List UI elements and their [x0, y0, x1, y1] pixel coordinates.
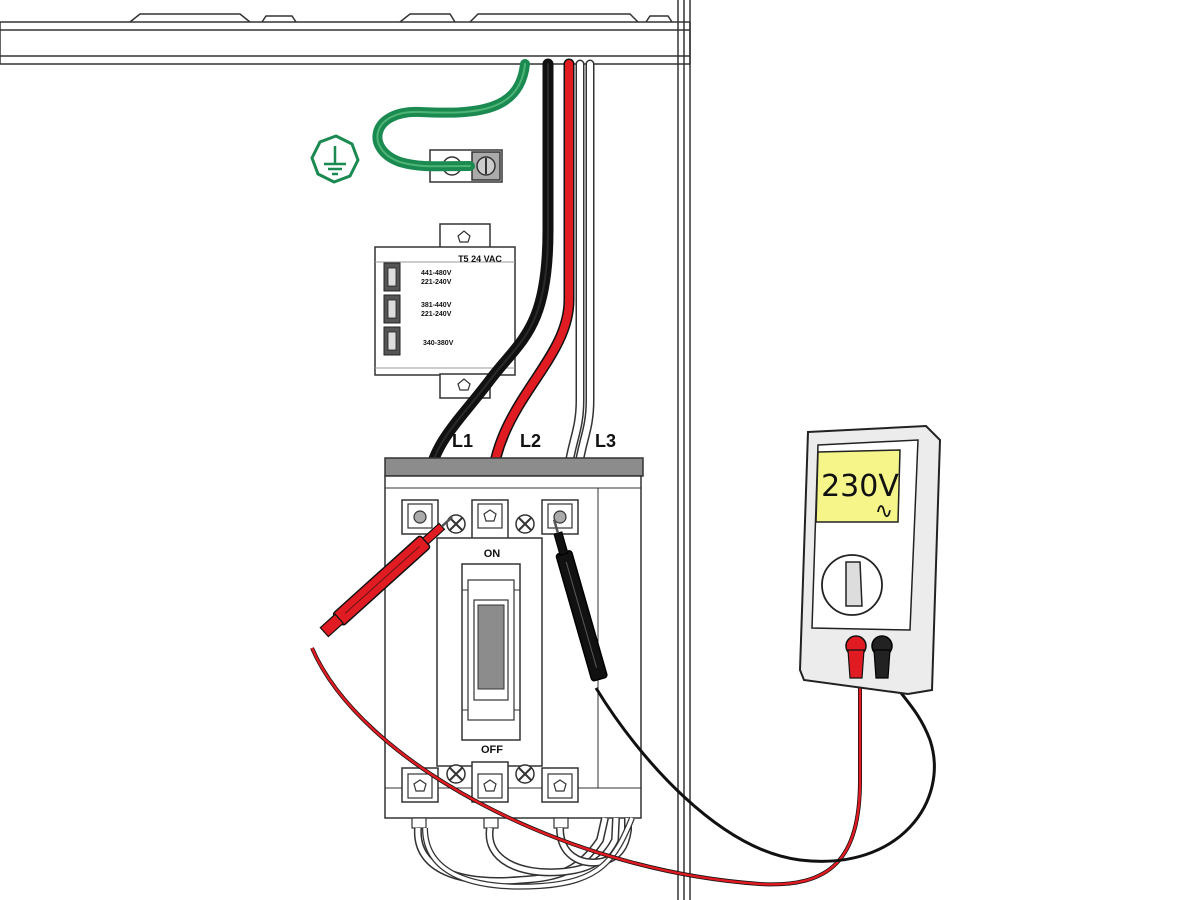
multimeter: 230V ∿ — [798, 424, 942, 696]
terminal-top-l2[interactable] — [471, 499, 509, 541]
wire-l2 — [486, 58, 575, 486]
ac-symbol-icon: ∿ — [875, 499, 893, 524]
tap-label: 441-480V — [421, 270, 452, 277]
switch-off-label: OFF — [481, 744, 503, 756]
screw-icon — [446, 764, 466, 784]
black-lead-cable — [594, 659, 936, 863]
load-wires — [413, 816, 635, 890]
tap-terminal — [383, 294, 401, 324]
meter-reading: 230V — [821, 469, 899, 504]
ground-symbol — [310, 134, 360, 184]
screw-icon — [446, 514, 466, 534]
panel-enclosure — [0, 0, 691, 900]
selector-dial[interactable] — [821, 554, 883, 616]
transformer: T5 24 VAC 441-480V 221-240V 381-440V 221… — [374, 223, 516, 399]
terminal-bottom-l1[interactable] — [401, 767, 439, 803]
tap-terminal — [383, 262, 401, 292]
terminal-bottom-l3[interactable] — [541, 767, 579, 803]
mounting-hole-icon — [457, 378, 471, 391]
line-label-l2: L2 — [520, 431, 541, 451]
transformer-title: T5 24 VAC — [458, 254, 502, 264]
tap-terminal — [383, 326, 401, 356]
switch-handle[interactable] — [461, 563, 521, 741]
disconnect-switch: ON OFF — [384, 457, 644, 829]
terminal-top-l3[interactable] — [541, 499, 579, 535]
wire-l1 — [422, 58, 554, 486]
mounting-hole-icon — [457, 230, 471, 243]
switch-on-label: ON — [484, 548, 501, 560]
red-probe[interactable] — [319, 511, 458, 638]
red-jack[interactable] — [845, 635, 867, 679]
tap-label: 340-380V — [423, 340, 454, 347]
meter-display: 230V ∿ — [815, 449, 901, 524]
terminal-bottom-l2[interactable] — [471, 761, 509, 803]
screw-icon — [515, 514, 535, 534]
line-label-l1: L1 — [452, 431, 473, 451]
tap-label: 381-440V — [421, 302, 452, 309]
line-label-l3: L3 — [595, 431, 616, 451]
black-probe[interactable] — [546, 517, 608, 682]
tap-label: 221-240V — [421, 311, 452, 318]
black-jack[interactable] — [871, 635, 893, 679]
terminal-top-l1[interactable] — [401, 499, 439, 535]
tap-label: 221-240V — [421, 279, 452, 286]
screw-icon — [515, 764, 535, 784]
